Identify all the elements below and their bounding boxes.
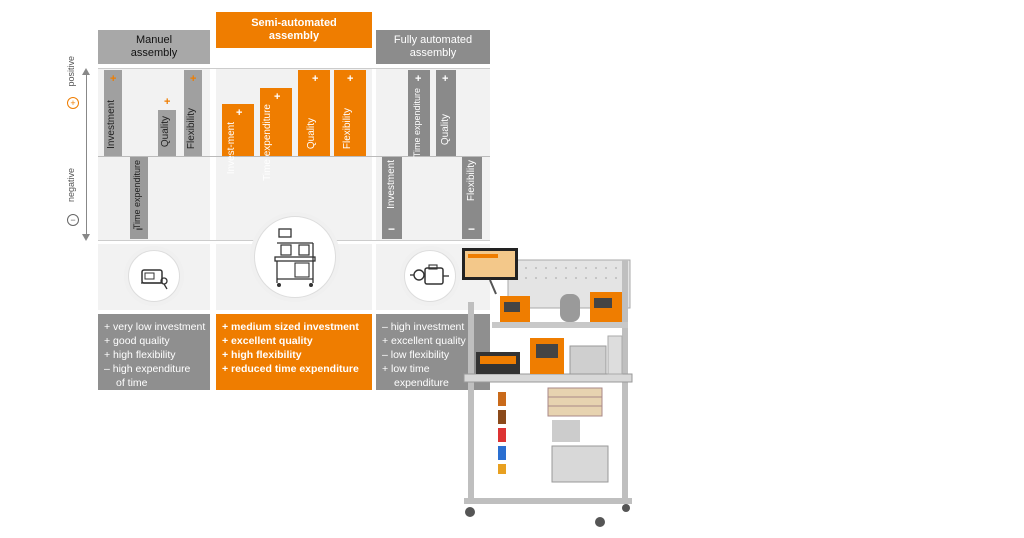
plus-fully-time: + xyxy=(415,73,422,85)
manual-summary-box: + very low investment + good quality + h… xyxy=(98,314,210,390)
fully-summary-line: – high investment xyxy=(382,321,465,333)
label-semi-time-expenditure: Time expenditure xyxy=(262,104,273,181)
plus-semi-time: + xyxy=(274,91,281,103)
bar-semi-investment xyxy=(222,104,254,156)
manual-summary-line: + good quality xyxy=(104,335,170,347)
manual-summary-line: + high flexibility xyxy=(104,349,176,361)
bar-fully-flexibility xyxy=(462,157,482,239)
label-fully-quality: Quality xyxy=(440,114,451,146)
minus-fully-investment: − xyxy=(388,222,396,236)
bar-semi-time-expenditure xyxy=(260,88,292,156)
negative-label: negative xyxy=(66,168,76,203)
semi-summary-line: + excellent quality xyxy=(222,335,313,347)
bar-manual-quality xyxy=(158,110,176,156)
semi-automated-assembly-header: Semi-automated assembly xyxy=(216,12,372,48)
plus-semi-flexibility: + xyxy=(347,73,354,85)
manual-assembly-title: Manuel assembly xyxy=(130,34,178,59)
workstation-icon xyxy=(254,216,336,298)
bar-manual-time-expenditure xyxy=(130,157,148,239)
semi-summary-line: + high flexibility xyxy=(222,349,302,361)
semi-summary-line: + reduced time expenditure xyxy=(222,363,359,375)
plus-semi-investment: + xyxy=(236,107,243,119)
axis-arrow-up xyxy=(82,68,90,75)
semi-summary-line: + medium sized investment xyxy=(222,321,359,333)
label-fully-time-expenditure: Time expenditure xyxy=(412,88,422,158)
workstation-product-image xyxy=(462,248,633,527)
positive-plus-icon: + xyxy=(67,97,79,109)
minus-manual-time: − xyxy=(136,222,144,236)
plus-semi-quality: + xyxy=(312,73,319,85)
fully-summary-line: – low flexibility xyxy=(382,349,450,361)
minus-fully-flexibility: − xyxy=(468,222,476,236)
label-fully-flexibility: Flexibility xyxy=(466,160,477,202)
plus-manual-quality: + xyxy=(164,96,171,108)
manual-summary-line: of time xyxy=(116,377,148,389)
fully-summary-line: + excellent quality xyxy=(382,335,466,347)
fully-summary-line: + low time xyxy=(382,363,430,375)
label-manual-flexibility: Flexibility xyxy=(186,108,197,150)
automated-machine-icon xyxy=(404,250,456,302)
fully-automated-assembly-header: Fully automated assembly xyxy=(376,30,490,64)
zero-line xyxy=(98,156,490,157)
plus-manual-flexibility: + xyxy=(190,73,197,85)
label-manual-investment: Investment xyxy=(106,100,117,149)
plus-fully-quality: + xyxy=(442,73,449,85)
vertical-axis xyxy=(86,74,87,236)
bar-semi-flexibility xyxy=(334,70,366,156)
manual-assembly-header: Manuel assembly xyxy=(98,30,210,64)
negative-minus-icon: − xyxy=(67,214,79,226)
label-semi-quality: Quality xyxy=(306,118,317,150)
bar-semi-quality xyxy=(298,70,330,156)
bar-manual-investment xyxy=(104,70,122,156)
plus-manual-investment: + xyxy=(110,73,117,85)
label-semi-flexibility: Flexibility xyxy=(342,108,353,150)
top-line xyxy=(98,68,490,69)
label-semi-investment: Invest-ment xyxy=(226,122,237,175)
label-manual-time-expenditure: Time expenditure xyxy=(132,160,142,230)
bar-fully-quality xyxy=(436,70,456,156)
manual-summary-line: + very low investment xyxy=(104,321,206,333)
bar-manual-flexibility xyxy=(184,70,202,156)
label-manual-quality: Quality xyxy=(160,116,171,148)
fully-summary-line: expenditure xyxy=(394,377,449,389)
fully-automated-assembly-title: Fully automated assembly xyxy=(393,34,473,59)
bar-fully-investment xyxy=(382,157,402,239)
semi-automated-assembly-title: Semi-automated assembly xyxy=(251,17,337,42)
manual-summary-line: – high expenditure xyxy=(104,363,191,375)
label-fully-investment: Investment xyxy=(386,160,397,209)
semi-summary-box: + medium sized investment + excellent qu… xyxy=(216,314,372,390)
bar-fully-time-expenditure xyxy=(408,70,430,156)
axis-arrow-down xyxy=(82,234,90,241)
positive-label: positive xyxy=(66,56,76,87)
manual-machine-icon xyxy=(128,250,180,302)
